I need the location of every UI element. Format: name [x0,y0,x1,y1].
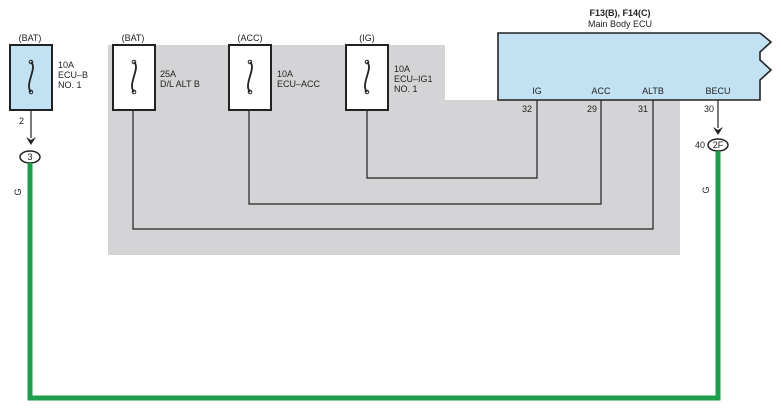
ecu-connector-label: F13(B), F14(C) [589,8,650,18]
ecu-pin-ig: 32 [522,104,532,114]
wire-altb [132,100,654,230]
fuse-ecu-acc: (ACC) 10A ECU–ACC [228,33,321,111]
fuse-ecu-ig1-source: (IG) [359,33,375,43]
fuse-dl-alt-b-rating: 25A [160,69,176,79]
connector-3-label: 3 [27,152,32,162]
fuse-ecu-acc-source: (ACC) [238,33,263,43]
connector-arrow-icon [713,127,723,135]
fuse-dl-alt-b-source: (BAT) [122,33,145,43]
main-body-ecu: F13(B), F14(C) Main Body ECU IG ACC ALTB… [497,8,773,114]
internal-wires [132,100,654,230]
fuse-ecu-b-pin: 2 [19,116,24,126]
wire-color-label-left: G [13,188,23,195]
ecu-terminal-acc: ACC [591,86,611,96]
ecu-name: Main Body ECU [588,19,652,29]
ecu-terminal-ig: IG [532,86,542,96]
ecu-box [497,32,773,101]
fuse-ecu-b: (BAT) 10A ECU–B NO. 1 2 [9,33,88,126]
fuse-ecu-b-rating: 10A [58,60,74,70]
fuse-dl-alt-b-name: D/L ALT B [160,79,200,89]
fuse-symbol-icon [364,61,370,93]
ecu-terminal-becu: BECU [705,86,730,96]
ecu-terminal-altb: ALTB [642,86,664,96]
wire-color-label-right: G [701,186,711,193]
right-connector-drop: 2F 40 [695,100,729,152]
connector-arrow-icon [26,137,36,145]
green-wire [27,151,721,401]
ecu-pin-altb: 31 [638,104,648,114]
fuse-ecu-b-name: ECU–B [58,70,88,80]
fuse-dl-alt-b: (BAT) 25A D/L ALT B [112,33,200,111]
connector-2f-pin: 40 [695,140,705,150]
fuse-symbol-icon [28,61,34,93]
fuse-ecu-acc-name: ECU–ACC [277,79,321,89]
fuse-symbol-icon [131,61,137,93]
fuse-ecu-ig1-name: ECU–IG1 [394,74,433,84]
fuse-ecu-ig1-rating: 10A [394,64,410,74]
wire-acc [248,100,602,205]
fuse-ecu-b-extra: NO. 1 [58,80,82,90]
fuse-symbol-icon [247,61,253,93]
ecu-pin-becu: 30 [704,104,714,114]
left-connector-drop: 3 [19,110,41,164]
fuse-ecu-b-source: (BAT) [19,33,42,43]
wire-ig [366,100,538,179]
fuse-ecu-acc-rating: 10A [277,69,293,79]
fuse-ecu-ig1-extra: NO. 1 [394,84,418,94]
fuse-ecu-ig1: (IG) 10A ECU–IG1 NO. 1 [345,33,433,111]
ecu-pin-acc: 29 [587,104,597,114]
connector-2f-label: 2F [713,140,724,150]
